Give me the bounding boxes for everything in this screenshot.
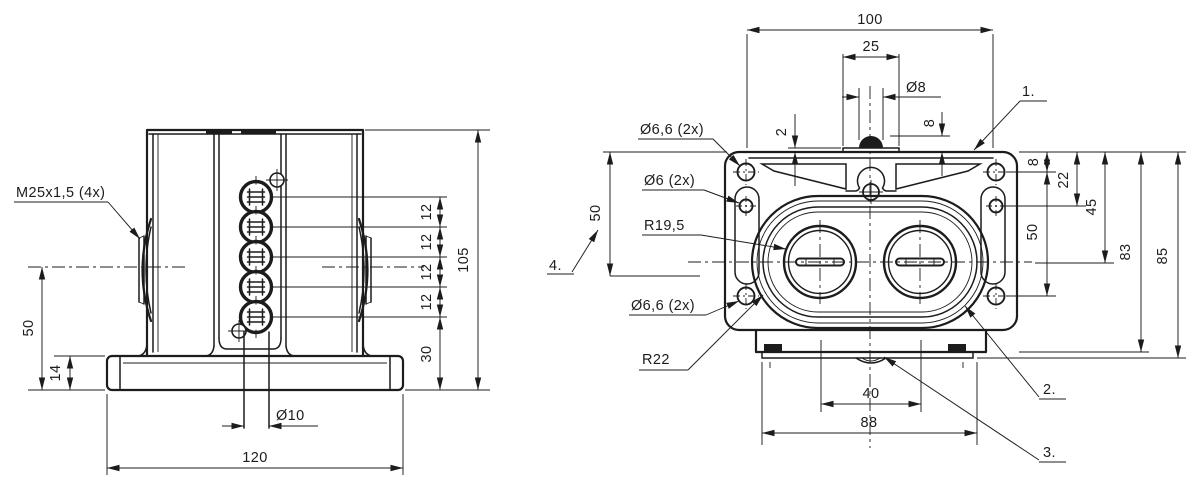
corner-hole — [982, 282, 1010, 310]
lid-seam-mark — [206, 129, 232, 134]
front-view-texts: M25x1,5 (4x) 50 14 120 Ø10 12 12 12 12 3… — [16, 185, 472, 466]
top-tab-and-knob — [842, 136, 900, 153]
cable-gland-right — [357, 217, 372, 323]
dim-8-right: 8 — [1026, 158, 1042, 166]
label-corner-holes-top: Ø6,6 (2x) — [640, 122, 704, 138]
front-view-dimensions — [14, 129, 490, 475]
dim-85: 85 — [1155, 248, 1171, 265]
dim-50: 50 — [21, 320, 37, 337]
top-view-body-outline — [723, 150, 1019, 368]
dim-2: 2 — [774, 128, 790, 136]
callout-1: 1. — [1022, 84, 1035, 100]
top-view-centerlines — [688, 86, 1032, 448]
label-radius-inner: R19,5 — [644, 218, 685, 234]
label-side-holes: Ø6 (2x) — [644, 173, 695, 189]
front-view-panel-lines — [137, 129, 373, 357]
dim-30: 30 — [419, 346, 435, 363]
mounting-slot-lines — [243, 331, 270, 429]
foot-mark — [948, 344, 966, 352]
dim-83: 83 — [1118, 244, 1134, 261]
dim-40: 40 — [863, 386, 880, 402]
foot-mark — [764, 344, 782, 352]
label-corner-holes-bottom: Ø6,6 (2x) — [631, 298, 695, 314]
dim-50-left: 50 — [588, 205, 604, 222]
dim-14: 14 — [48, 365, 64, 382]
dim-knob-dia: Ø8 — [906, 80, 926, 96]
dim-pitch-12: 12 — [419, 234, 435, 251]
dim-100: 100 — [857, 12, 882, 28]
lid-seam-mark — [241, 129, 276, 134]
dim-50-right: 50 — [1025, 224, 1041, 241]
dim-pitch-12: 12 — [419, 204, 435, 221]
dim-105: 105 — [456, 247, 472, 272]
label-radius-outer: R22 — [642, 352, 670, 368]
dim-45: 45 — [1084, 199, 1100, 216]
dim-slot-dia: Ø10 — [276, 408, 305, 424]
lid-recess — [748, 157, 994, 204]
dim-25: 25 — [863, 39, 880, 55]
top-view-texts: 100 25 Ø8 8 2 1. 8 22 45 50 83 85 50 Ø6,… — [549, 12, 1171, 461]
bottom-notch — [855, 357, 887, 364]
dim-88: 88 — [861, 415, 878, 431]
front-view: M25x1,5 (4x) 50 14 120 Ø10 12 12 12 12 3… — [14, 128, 490, 475]
corner-hole — [732, 282, 760, 310]
corner-hole — [982, 158, 1010, 186]
side-hole — [735, 195, 757, 217]
knob-dome — [859, 136, 883, 148]
side-channels — [734, 186, 1006, 285]
top-view-dimensions — [603, 26, 1186, 445]
cable-gland-left — [138, 217, 153, 323]
callout-3: 3. — [1043, 445, 1056, 461]
side-hole — [985, 195, 1007, 217]
dim-22: 22 — [1056, 172, 1072, 189]
dim-8-top: 8 — [922, 119, 938, 127]
dim-pitch-12: 12 — [419, 264, 435, 281]
gland-thread-label: M25x1,5 (4x) — [16, 185, 105, 201]
top-view: 100 25 Ø8 8 2 1. 8 22 45 50 83 85 50 Ø6,… — [547, 12, 1186, 463]
callout-2: 2. — [1043, 382, 1056, 398]
top-view-leaders — [547, 100, 1066, 463]
dim-120: 120 — [242, 450, 267, 466]
callout-4: 4. — [549, 258, 562, 274]
terminal-screws — [227, 168, 289, 343]
dim-pitch-12: 12 — [419, 294, 435, 311]
